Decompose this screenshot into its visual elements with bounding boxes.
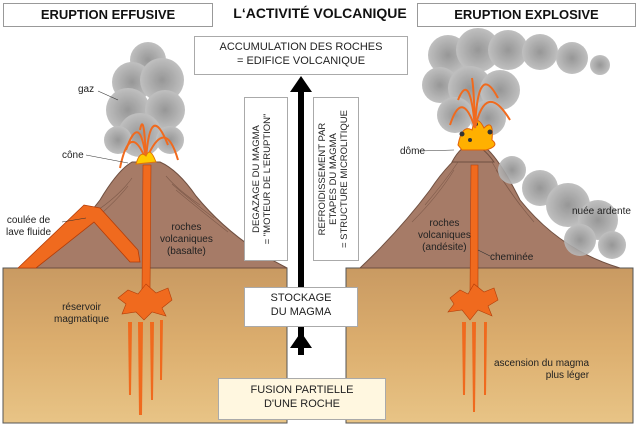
edifice-box-line2: = EDIFICE VOLCANIQUE [236,55,366,67]
label-basalt-rocks-line1: roches [171,222,202,233]
label-chimney: cheminée [490,252,534,263]
label-basalt-rocks: roches volcaniques (basalte) [160,222,213,258]
cooling-text: REFROIDISSEMENT PAR ETAPES DU MAGMA = ST… [317,102,350,256]
label-magma-ascent-line1: ascension du magma [494,358,590,369]
label-reservoir: réservoir magmatique [54,302,109,326]
label-reservoir-line1: réservoir [62,302,101,313]
header-explosive: ERUPTION EXPLOSIVE [417,3,636,27]
storage-box: STOCKAGE DU MAGMA [244,287,358,327]
cooling-box: REFROIDISSEMENT PAR ETAPES DU MAGMA = ST… [313,97,359,261]
label-gaz: gaz [78,84,95,95]
label-basalt-rocks-line3: (basalte) [166,246,206,257]
label-magma-ascent: ascension du magma plus léger [494,358,589,382]
storage-box-line2: DU MAGMA [270,306,332,318]
cooling-line1: REFROIDISSEMENT PAR [317,122,328,236]
page-title: L‘ACTIVITÉ VOLCANIQUE [233,5,407,21]
cooling-line2: ETAPES DU MAGMA [328,133,339,225]
fusion-box-line1: FUSION PARTIELLE [250,384,354,396]
left-reservoir [117,283,173,321]
label-lava-flow-line2: lave fluide [6,227,52,238]
right-leaders [418,149,491,257]
header-explosive-text: ERUPTION EXPLOSIVE [454,7,599,22]
cooling-line3: = STRUCTURE MICROLITIQUE [339,109,350,249]
left-panel [2,42,288,424]
edifice-box-line1: ACCUMULATION DES ROCHES [219,41,383,53]
right-explosion-fire [457,120,496,151]
degassing-line2: = "MOTEUR DE L'ERUPTION" [262,113,273,245]
label-magma-ascent-line2: plus léger [545,370,590,381]
left-chimney [141,164,152,291]
header-effusive-text: ERUPTION EFFUSIVE [40,7,176,22]
right-smoke [422,28,626,259]
label-pyroclastic-flow: nuée ardente [572,206,631,217]
label-andesite-rocks: roches volcaniques (andésite) [418,218,471,254]
header-effusive: ERUPTION EFFUSIVE [3,3,213,27]
label-lava-flow: coulée de lave fluide [6,215,51,239]
right-fountain [449,77,511,129]
right-chimney [469,164,479,293]
label-andesite-rocks-line3: (andésite) [422,242,467,253]
right-reservoir [447,283,499,321]
label-reservoir-line2: magmatique [54,314,110,325]
degassing-line1: DEGAZAGE DU MAGMA [251,125,262,233]
label-basalt-rocks-line2: volcaniques [160,234,213,245]
right-panel [345,28,634,424]
label-andesite-rocks-line2: volcaniques [418,230,471,241]
right-magma-rising [462,322,487,412]
label-cone: cône [62,150,84,161]
left-magma-rising [128,320,163,415]
edifice-box: ACCUMULATION DES ROCHES = EDIFICE VOLCAN… [194,36,408,75]
label-lava-flow-line1: coulée de [6,215,51,226]
left-fountain [119,123,179,169]
fusion-box-line2: D'UNE ROCHE [263,398,341,410]
degassing-text: DEGAZAGE DU MAGMA = "MOTEUR DE L'ERUPTIO… [251,104,273,254]
storage-box-line1: STOCKAGE [270,292,332,304]
lava-flow [17,204,141,269]
degassing-box: DEGAZAGE DU MAGMA = "MOTEUR DE L'ERUPTIO… [244,97,288,261]
left-crater-fire [135,151,157,165]
fusion-box: FUSION PARTIELLE D'UNE ROCHE [218,378,386,420]
left-leaders [61,90,129,223]
label-dome: dôme [400,146,426,157]
label-andesite-rocks-line1: roches [429,218,460,229]
